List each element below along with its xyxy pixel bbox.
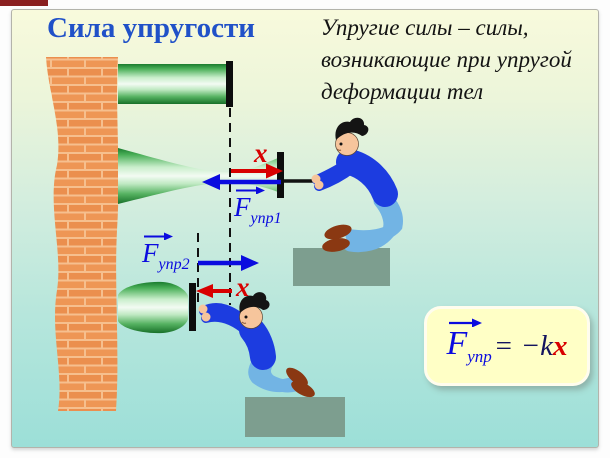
definition-text: Упругие силы – силы, возникающие при упр…	[321, 12, 591, 108]
vector-arrow-icon	[236, 186, 265, 194]
definition-line: возникающие при упругой	[321, 47, 572, 72]
formula-force-symbol: F	[446, 325, 468, 362]
f-upr2-label: Fупр2	[142, 232, 190, 274]
vector-arrow-icon	[144, 232, 173, 240]
definition-line: Упругие силы – силы,	[321, 15, 529, 40]
force-subscript: упр2	[158, 256, 190, 273]
force-symbol: F	[234, 192, 251, 222]
x-stretch-label: x	[254, 138, 268, 168]
definition-line: деформации тел	[321, 79, 484, 104]
formula-rhs: = −k	[493, 329, 554, 362]
force-subscript: упр1	[250, 210, 282, 227]
formula-force-subscript: упр	[467, 347, 492, 366]
force-symbol: F	[142, 238, 159, 268]
f-upr1-label: Fупр1	[234, 186, 282, 228]
formula-x: x	[553, 329, 568, 362]
vector-arrow-icon	[449, 318, 483, 327]
x-compress-label: x	[236, 272, 250, 302]
page-title: Сила упругости	[47, 12, 255, 44]
screen-edge-artifact	[0, 0, 48, 6]
